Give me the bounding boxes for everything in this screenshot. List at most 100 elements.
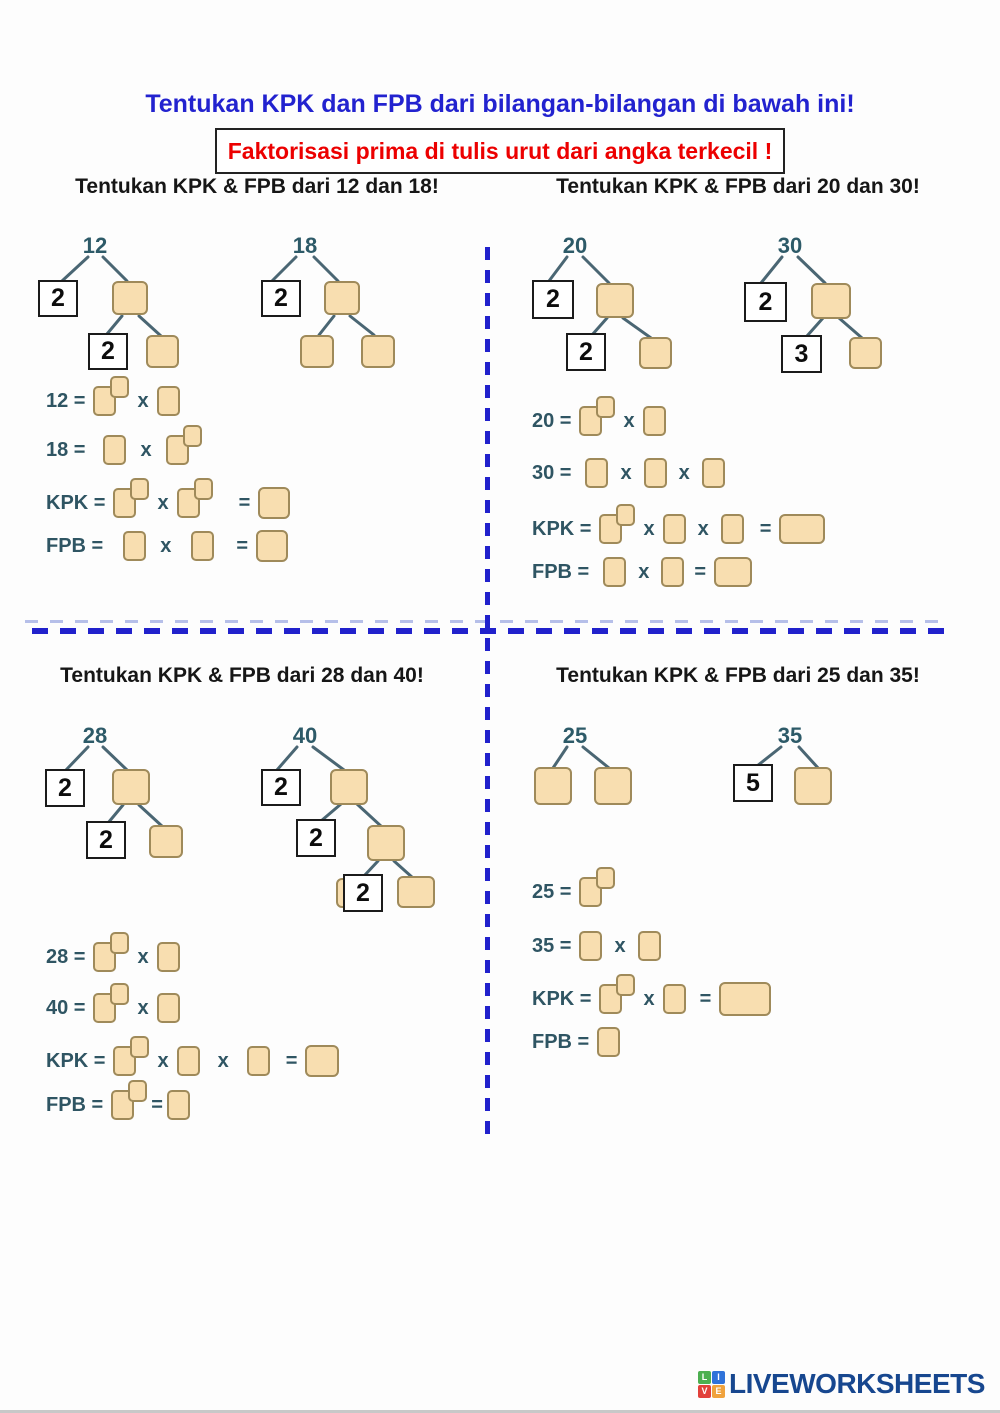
answer-box[interactable] bbox=[149, 825, 183, 858]
answer-box-result[interactable] bbox=[714, 557, 753, 587]
answer-box-exponent[interactable] bbox=[182, 425, 202, 447]
answer-box-exponent[interactable] bbox=[616, 974, 636, 996]
times-operator: x bbox=[140, 438, 152, 461]
given-factor-box: 5 bbox=[733, 764, 773, 802]
answer-box[interactable] bbox=[661, 557, 685, 587]
answer-box-result[interactable] bbox=[305, 1045, 340, 1077]
equals-operator: = bbox=[236, 534, 249, 557]
equation-label: FPB = bbox=[46, 534, 104, 557]
answer-box[interactable] bbox=[585, 458, 609, 488]
equation-row-18: 18 = x bbox=[46, 425, 202, 468]
answer-box[interactable] bbox=[662, 514, 686, 544]
answer-box-exponent[interactable] bbox=[130, 478, 150, 500]
answer-box[interactable] bbox=[300, 335, 334, 368]
answer-box[interactable] bbox=[246, 1046, 270, 1076]
equation-label: FPB = bbox=[532, 560, 590, 583]
answer-box-result[interactable] bbox=[258, 487, 291, 519]
answer-box[interactable] bbox=[701, 458, 725, 488]
tree-root-35: 35 bbox=[777, 723, 803, 748]
given-factor-box: 2 bbox=[86, 821, 126, 859]
tree-root-28: 28 bbox=[82, 723, 108, 748]
equation-row-12: 12 = x bbox=[46, 376, 180, 419]
answer-box-exponent[interactable] bbox=[130, 1036, 150, 1058]
times-operator: x bbox=[137, 389, 149, 412]
answer-box[interactable] bbox=[367, 825, 405, 861]
answer-box[interactable] bbox=[112, 769, 150, 805]
answer-box[interactable] bbox=[176, 1046, 200, 1076]
answer-box[interactable] bbox=[603, 557, 627, 587]
equals-operator: = bbox=[759, 517, 772, 540]
logo-text: LIVEWORKSHEETS bbox=[729, 1368, 985, 1399]
answer-box[interactable] bbox=[794, 767, 832, 805]
answer-box[interactable] bbox=[642, 406, 666, 436]
liveworksheets-logo: L I V E LIVEWORKSHEETS bbox=[698, 1368, 985, 1400]
quadrant3-heading: Tentukan KPK & FPB dari 28 dan 40! bbox=[60, 664, 424, 687]
answer-box[interactable] bbox=[324, 281, 360, 315]
equals-operator: = bbox=[151, 1093, 163, 1116]
logo-square-i: I bbox=[712, 1370, 725, 1384]
answer-box[interactable] bbox=[643, 458, 667, 488]
answer-box[interactable] bbox=[156, 386, 180, 416]
equation-row-fpb: FPB = x = bbox=[46, 528, 289, 564]
times-operator: x bbox=[638, 560, 650, 583]
times-operator: x bbox=[643, 517, 655, 540]
answer-box-exponent[interactable] bbox=[596, 867, 616, 889]
answer-box[interactable] bbox=[637, 931, 661, 961]
answer-box-exponent[interactable] bbox=[110, 983, 130, 1005]
answer-box-exponent[interactable] bbox=[193, 478, 213, 500]
equation-row-20: 20 = x bbox=[532, 396, 666, 439]
equals-operator: = bbox=[285, 1049, 298, 1072]
equation-row-kpk: KPK = x x = bbox=[532, 504, 826, 547]
answer-box[interactable] bbox=[596, 283, 634, 318]
answer-box[interactable] bbox=[166, 1090, 190, 1120]
answer-box[interactable] bbox=[534, 767, 572, 805]
times-operator: x bbox=[623, 409, 635, 432]
answer-box[interactable] bbox=[720, 514, 744, 544]
answer-box[interactable] bbox=[112, 281, 148, 315]
answer-box-result[interactable] bbox=[719, 982, 772, 1016]
equation-label: 18 = bbox=[46, 438, 86, 461]
answer-box[interactable] bbox=[662, 984, 686, 1014]
answer-box-exponent[interactable] bbox=[110, 932, 130, 954]
answer-box[interactable] bbox=[103, 435, 127, 465]
answer-box[interactable] bbox=[156, 942, 180, 972]
tree-root-30: 30 bbox=[777, 233, 803, 258]
equation-label: KPK = bbox=[532, 987, 592, 1010]
answer-box[interactable] bbox=[811, 283, 851, 319]
answer-box-exponent[interactable] bbox=[616, 504, 636, 526]
equation-row-30: 30 = x x bbox=[532, 455, 725, 491]
answer-box-exponent[interactable] bbox=[110, 376, 130, 398]
answer-box[interactable] bbox=[156, 993, 180, 1023]
answer-box-exponent[interactable] bbox=[596, 396, 616, 418]
answer-box-result[interactable] bbox=[256, 530, 289, 562]
answer-box[interactable] bbox=[330, 769, 368, 805]
times-operator: x bbox=[160, 534, 172, 557]
answer-box[interactable] bbox=[594, 767, 632, 805]
equation-row-40: 40 = x bbox=[46, 983, 180, 1026]
times-operator: x bbox=[678, 461, 690, 484]
given-factor-box: 2 bbox=[566, 333, 606, 371]
answer-box[interactable] bbox=[597, 1027, 621, 1057]
times-operator: x bbox=[614, 934, 626, 957]
times-operator: x bbox=[217, 1049, 229, 1072]
answer-box[interactable] bbox=[191, 531, 215, 561]
answer-box-exponent[interactable] bbox=[128, 1080, 148, 1102]
equation-label: 30 = bbox=[532, 461, 572, 484]
equation-label: FPB = bbox=[46, 1093, 104, 1116]
answer-box[interactable] bbox=[579, 931, 603, 961]
answer-box[interactable] bbox=[361, 335, 395, 368]
equation-row-28: 28 = x bbox=[46, 932, 180, 975]
answer-box[interactable] bbox=[397, 876, 435, 908]
instruction-box: Faktorisasi prima di tulis urut dari ang… bbox=[215, 128, 785, 174]
page-bottom-edge bbox=[0, 1410, 1000, 1413]
times-operator: x bbox=[137, 945, 149, 968]
answer-box-result[interactable] bbox=[779, 514, 826, 544]
tree-25-branches bbox=[551, 745, 611, 770]
equation-row-fpb: FPB = = bbox=[46, 1080, 190, 1123]
answer-box[interactable] bbox=[849, 337, 882, 369]
answer-box[interactable] bbox=[123, 531, 147, 561]
answer-box[interactable] bbox=[146, 335, 179, 368]
answer-box[interactable] bbox=[639, 337, 672, 369]
